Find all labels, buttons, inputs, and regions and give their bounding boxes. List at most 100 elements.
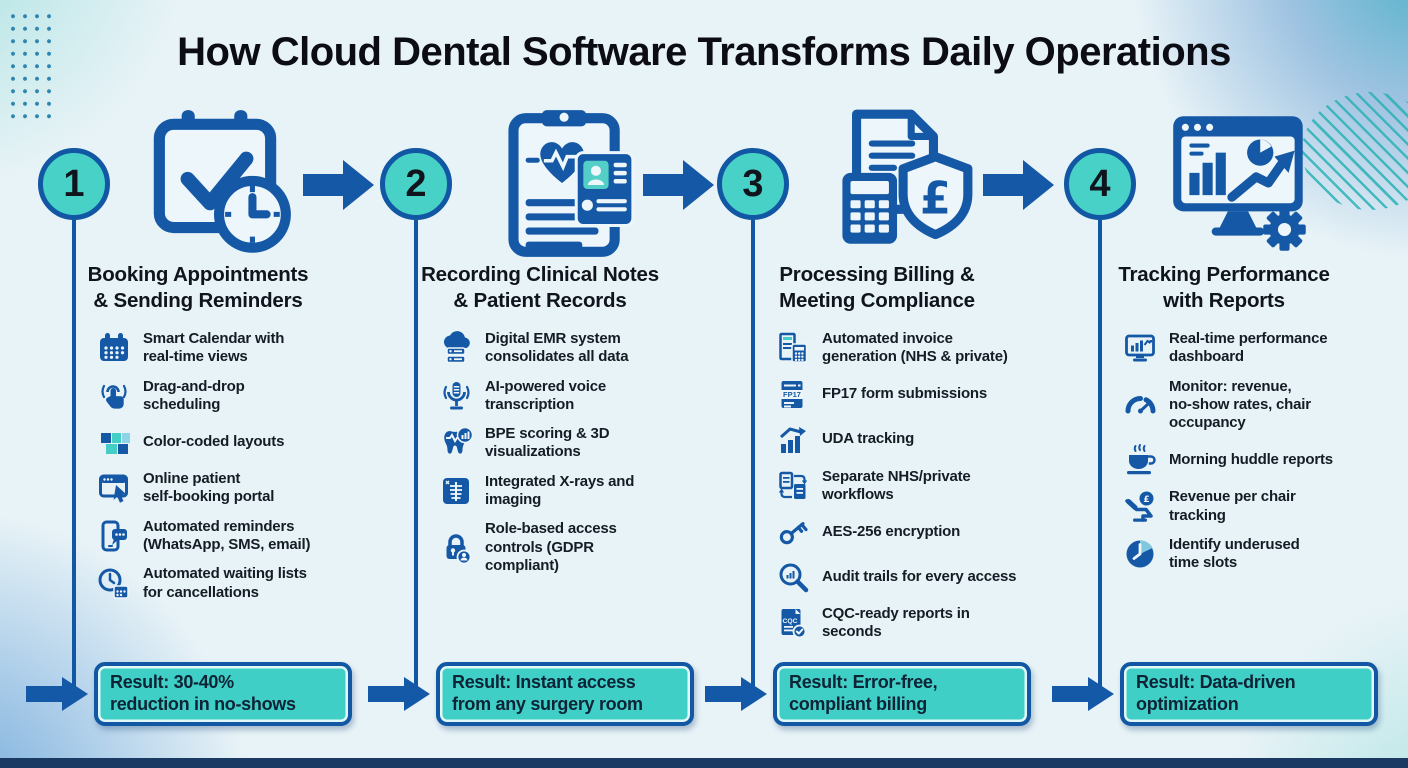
bullet-text: Automated invoice generation (NHS & priv…: [822, 330, 1008, 366]
connector-line: [751, 220, 755, 694]
key-icon: [779, 522, 808, 545]
column-title: Recording Clinical Notes & Patient Recor…: [421, 263, 659, 313]
phone-chat-icon: [101, 520, 127, 552]
list-item: Audit trails for every access: [776, 560, 1038, 594]
flow-arrow-icon: [303, 160, 374, 210]
color-blocks-icon: [101, 433, 130, 455]
bullet-text: UDA tracking: [822, 430, 915, 448]
step-number: 1: [63, 162, 85, 205]
step-column-3: 3 £ Processing Billing & Meeting Complia…: [705, 109, 1038, 760]
dot-grid-decoration: [7, 10, 55, 124]
result-arrow-icon: [368, 677, 430, 711]
bullet-text: Real-time performance dashboard: [1169, 330, 1328, 366]
result-text: Result: Instant access from any surgery …: [452, 672, 643, 714]
bullet-text: FP17 form submissions: [822, 385, 988, 403]
list-item: Automated invoice generation (NHS & priv…: [776, 330, 1038, 367]
svg-text:FP17: FP17: [783, 390, 801, 399]
step-column-2: 2 Recording Clinical Notes & Patient Rec…: [368, 110, 701, 760]
clock-calendar-icon: [98, 568, 129, 599]
step-number: 2: [405, 162, 427, 205]
result-text: Result: Data-driven optimization: [1136, 672, 1296, 714]
bullet-list: Digital EMR system consolidates all data…: [439, 330, 701, 575]
list-item: UDA tracking: [776, 423, 1038, 457]
result-text: Result: 30-40% reduction in no-shows: [110, 672, 296, 714]
bullet-text: Revenue per chair tracking: [1169, 488, 1296, 524]
gauge-icon: [1125, 396, 1156, 414]
step-circle: 4: [1064, 148, 1136, 220]
bullet-text: BPE scoring & 3D visualizations: [485, 425, 610, 461]
column-title: Tracking Performance with Reports: [1118, 263, 1330, 313]
step-column-4: 4 Tracking Performance with Reports: [1052, 110, 1385, 760]
bullet-text: Monitor: revenue, no-show rates, chair o…: [1169, 377, 1311, 432]
dental-chair-revenue-icon: £: [1125, 491, 1154, 522]
list-item: Separate NHS/private workflows: [776, 468, 1038, 505]
step-number: 3: [742, 162, 764, 205]
list-item: CQC CQC-ready reports in seconds: [776, 605, 1038, 642]
performance-monitor-gear-icon: [1173, 116, 1306, 251]
list-item: £ Revenue per chair tracking: [1123, 488, 1385, 525]
invoice-calculator-icon: [779, 333, 808, 364]
bullet-list: Smart Calendar with real-time views Drag…: [97, 330, 359, 602]
bullet-text: Morning huddle reports: [1169, 451, 1333, 469]
calendar-check-clock-icon: [153, 110, 291, 253]
list-item: Digital EMR system consolidates all data: [439, 330, 701, 367]
column-title: Booking Appointments & Sending Reminders: [87, 263, 309, 313]
result-arrow-icon: [1052, 677, 1114, 711]
drag-drop-hand-icon: [101, 384, 127, 409]
billing-calculator-shield-icon: £: [842, 109, 973, 244]
bullet-list: Automated invoice generation (NHS & priv…: [776, 330, 1038, 642]
connector-line: [72, 220, 76, 694]
list-item: AES-256 encryption: [776, 515, 1038, 549]
step-column-1: 1 Booking Appointments & Sending Reminde…: [26, 110, 359, 760]
bullet-text: Automated waiting lists for cancellation…: [143, 565, 307, 601]
bullet-text: Separate NHS/private workflows: [822, 467, 971, 503]
cloud-server-icon: [443, 331, 470, 364]
result-box: Result: 30-40% reduction in no-shows: [94, 662, 352, 726]
browser-cursor-icon: [99, 474, 128, 504]
tooth-chart-icon: [444, 427, 473, 455]
xray-icon: [443, 478, 469, 505]
connector-line: [414, 220, 418, 694]
svg-text:CQC: CQC: [782, 618, 797, 625]
bullet-text: Identify underused time slots: [1169, 536, 1300, 572]
result-box: Result: Error-free, compliant billing: [773, 662, 1031, 726]
list-item: Monitor: revenue, no-show rates, chair o…: [1123, 378, 1385, 433]
diagonal-stripes-decoration: [1302, 92, 1408, 210]
fp17-form-icon: FP17: [781, 380, 803, 408]
bullet-list: Real-time performance dashboard Monitor:…: [1123, 330, 1385, 573]
result-box: Result: Instant access from any surgery …: [436, 662, 694, 726]
connector-line: [1098, 220, 1102, 694]
clock-pie-icon: [1126, 540, 1154, 568]
list-item: Smart Calendar with real-time views: [97, 330, 359, 367]
page-title: How Cloud Dental Software Transforms Dai…: [177, 30, 1231, 74]
list-item: Online patient self-booking portal: [97, 470, 359, 507]
bullet-text: Digital EMR system consolidates all data: [485, 330, 629, 366]
bullet-text: CQC-ready reports in seconds: [822, 605, 970, 641]
bullet-text: AI-powered voice transcription: [485, 377, 606, 413]
list-item: Automated waiting lists for cancellation…: [97, 565, 359, 602]
bullet-text: Integrated X-rays and imaging: [485, 472, 635, 509]
uda-chart-icon: [780, 426, 806, 453]
list-item: Morning huddle reports: [1123, 443, 1385, 477]
list-item: BPE scoring & 3D visualizations: [439, 425, 701, 462]
bullet-text: Color-coded layouts: [143, 433, 285, 451]
result-text: Result: Error-free, compliant billing: [789, 672, 938, 714]
list-item: Integrated X-rays and imaging: [439, 473, 701, 510]
list-item: Drag-and-drop scheduling: [97, 378, 359, 415]
list-item: Real-time performance dashboard: [1123, 330, 1385, 367]
column-title: Processing Billing & Meeting Compliance: [779, 263, 975, 313]
flow-arrow-icon: [983, 160, 1054, 210]
bullet-text: Smart Calendar with real-time views: [143, 330, 285, 366]
list-item: Role-based access controls (GDPR complia…: [439, 520, 701, 575]
bullet-text: AES-256 encryption: [822, 523, 961, 541]
coffee-cup-icon: [1127, 444, 1156, 475]
bullet-text: Online patient self-booking portal: [143, 470, 275, 506]
step-number: 4: [1089, 162, 1111, 205]
svg-text:£: £: [920, 173, 951, 224]
list-item: Automated reminders (WhatsApp, SMS, emai…: [97, 518, 359, 555]
clinical-records-clipboard-icon: [508, 110, 635, 257]
result-box: Result: Data-driven optimization: [1120, 662, 1378, 726]
dashboard-monitor-icon: [1125, 334, 1155, 362]
step-circle: 2: [380, 148, 452, 220]
step-circle: 1: [38, 148, 110, 220]
